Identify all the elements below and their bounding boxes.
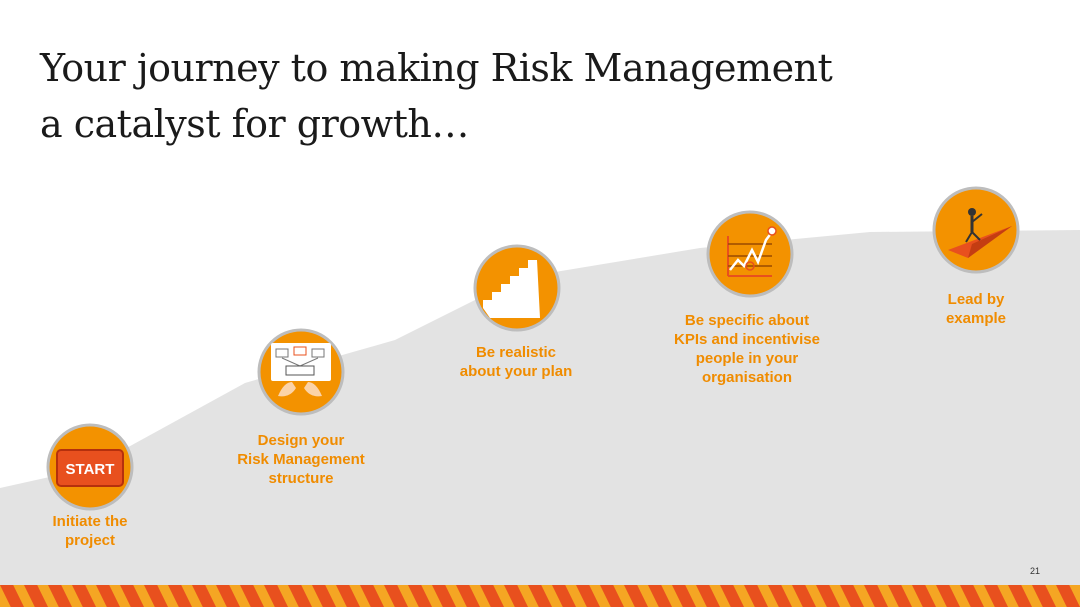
start-button-label: START [66,461,115,478]
kpi-chart-icon [706,210,794,298]
stripe-slash [984,585,1008,607]
stripe-slash [216,585,240,607]
stripe-slash [792,585,816,607]
page-number: 21 [1029,566,1040,576]
stripe-slash [240,585,264,607]
stripe-slash [72,585,96,607]
stripe-slash [336,585,360,607]
stripe-slash [192,585,216,607]
stripe-slash [888,585,912,607]
staircase-icon [473,244,561,332]
stripe-slash [264,585,288,607]
stripe-slash [0,585,24,607]
stripe-slash [528,585,552,607]
step-start-icon: START [46,423,134,511]
step-label-line: Lead by [947,291,1005,308]
stripe-slash [480,585,504,607]
step-label-line: Initiate the [52,513,128,530]
step-label-line: Be specific about [684,312,810,329]
stripe-slash [360,585,384,607]
structure-diagram-icon [257,328,345,416]
stripe-slash [720,585,744,607]
stripe-slash [408,585,432,607]
title-line-2: a catalyst for growth… [40,102,469,146]
stripe-slash [120,585,144,607]
title-line-1: Your journey to making Risk Management [40,46,833,90]
step-label-line: organisation [701,369,792,386]
stripe-slash [936,585,960,607]
stripe-slash [48,585,72,607]
step-kpis: Be specific about KPIs and incentivise p… [657,311,837,387]
stripe-slash [1056,585,1080,607]
stripe-slash [840,585,864,607]
stripe-slash [576,585,600,607]
step-label-line: project [64,532,115,549]
stripe-slash [456,585,480,607]
stripe-slash [1032,585,1056,607]
step-initiate: Initiate the project [20,512,160,550]
step-label-line: example [945,310,1007,327]
leader-on-paper-plane-icon [932,186,1020,274]
stripe-slash [1008,585,1032,607]
stripe-slash [552,585,576,607]
stripe-slash [504,585,528,607]
stripe-slash [696,585,720,607]
step-label-line: Design your [257,432,345,449]
stripe-slash [384,585,408,607]
step-label-line: structure [268,470,334,487]
step-lead: Lead by example [906,290,1046,328]
slide-title: Your journey to making Risk Management a… [40,40,940,152]
stripe-slash [312,585,336,607]
stripe-slash [144,585,168,607]
step-label-line: Be realistic [475,344,557,361]
step-realistic: Be realistic about your plan [436,343,596,381]
stripe-slash [24,585,48,607]
stripe-slash [816,585,840,607]
step-label-line: KPIs and incentivise [674,331,820,348]
journey-terrain [0,230,1080,607]
stripe-slash [600,585,624,607]
stripe-slash [960,585,984,607]
stripe-slash [648,585,672,607]
stripe-slash [624,585,648,607]
step-label-line: people in your [695,350,799,367]
decorative-stripe-band [0,585,1080,607]
step-label-line: about your plan [459,363,573,380]
stripe-slash [864,585,888,607]
stripe-slash [288,585,312,607]
stripe-slash [96,585,120,607]
stripe-slash [744,585,768,607]
stripe-slash [432,585,456,607]
stripe-slash [168,585,192,607]
step-label-line: Risk Management [237,451,365,468]
stripe-slash [912,585,936,607]
stripe-slash [768,585,792,607]
stripe-slash [672,585,696,607]
step-design: Design your Risk Management structure [221,431,381,488]
